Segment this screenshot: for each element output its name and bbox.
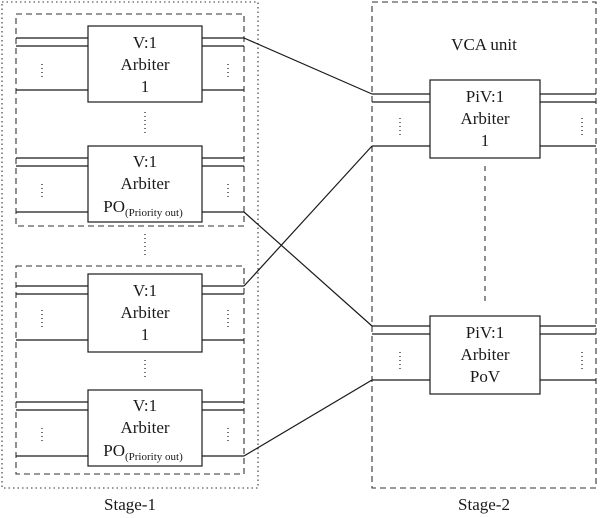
- stage1-group1-arbiter-first: V:1 Arbiter 1: [16, 25, 244, 103]
- stage1-label: Stage-1: [104, 495, 156, 514]
- arbiter-ratio-label: PiV:1: [466, 323, 504, 342]
- arbiter-name-label: Arbiter: [460, 109, 509, 128]
- arbiter-name-label: Arbiter: [120, 418, 169, 437]
- arbiter-name-label: Arbiter: [460, 345, 509, 364]
- arbiter-ratio-label: V:1: [133, 281, 157, 300]
- stage1-group2-arbiter-last: V:1 Arbiter PO(Priority out): [16, 389, 244, 467]
- stage2-arbiter-last: PiV:1 Arbiter PoV: [372, 315, 596, 395]
- arbiter-name-label: Arbiter: [120, 303, 169, 322]
- arbiter-index-label: 1: [481, 131, 490, 150]
- arbiter-ratio-label: V:1: [133, 396, 157, 415]
- arbiter-po-label: PO: [103, 197, 125, 216]
- stage1-group2-boundary: [15, 265, 245, 475]
- arbiter-name-label: Arbiter: [120, 174, 169, 193]
- arbiter-index-label: PO(Priority out): [103, 441, 183, 463]
- link-g2po-to-s2po: [243, 379, 373, 457]
- stage2-arbiter-first: PiV:1 Arbiter 1: [372, 79, 596, 159]
- stage1-group2-arbiter-first: V:1 Arbiter 1: [16, 273, 244, 353]
- link-g1po-to-s2po: [243, 211, 373, 327]
- stage1-group1-boundary: [15, 13, 245, 227]
- arbiter-ratio-label: PiV:1: [466, 87, 504, 106]
- stage2-label: Stage-2: [458, 495, 510, 514]
- arbiter-index-label: 1: [141, 77, 150, 96]
- arbiter-ratio-label: V:1: [133, 152, 157, 171]
- arbiter-index-label: PoV: [470, 367, 501, 386]
- arbiter-po-subscript: (Priority out): [125, 207, 183, 219]
- arbiter-index-label: PO(Priority out): [103, 197, 183, 219]
- arbiter-index-label: 1: [141, 325, 150, 344]
- arbiter-po-label: PO: [103, 441, 125, 460]
- link-g2a1-to-s2a1: [243, 145, 373, 287]
- vca-unit-boundary: [371, 1, 597, 489]
- stage1-group1-arbiter-last: V:1 Arbiter PO(Priority out): [16, 145, 244, 223]
- stage1-boundary: [1, 1, 259, 489]
- arbiter-name-label: Arbiter: [120, 55, 169, 74]
- vca-unit-title: VCA unit: [451, 35, 517, 54]
- arbiter-ratio-label: V:1: [133, 33, 157, 52]
- arbiter-po-subscript: (Priority out): [125, 451, 183, 463]
- link-g1a1-to-s2a1: [243, 37, 373, 95]
